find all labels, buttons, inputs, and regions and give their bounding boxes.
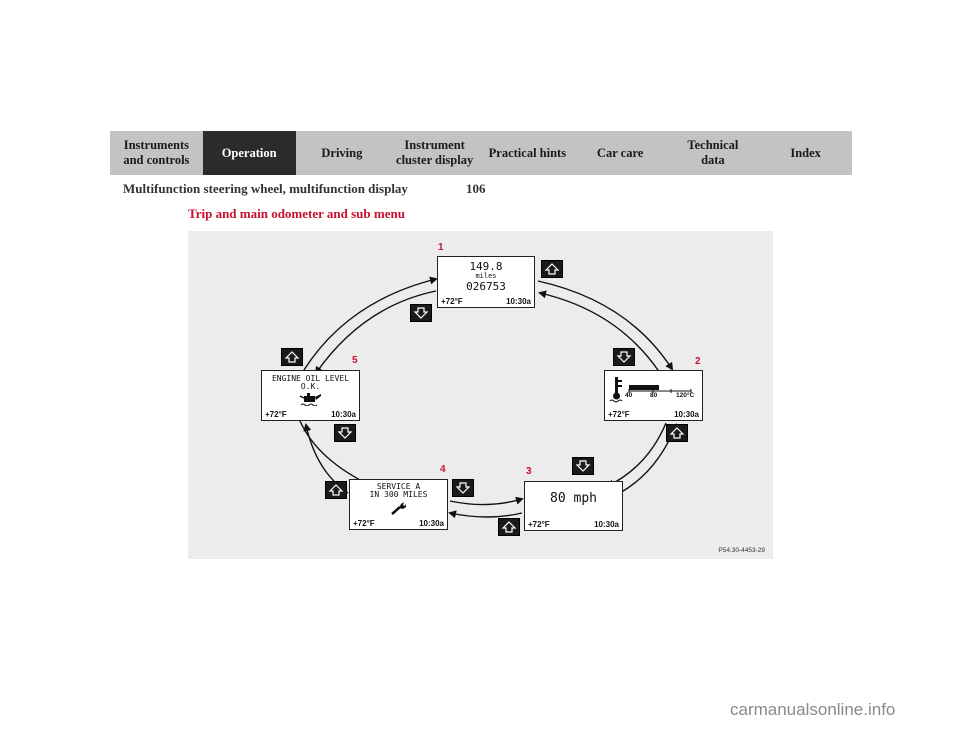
screen-number-3: 3: [526, 466, 532, 477]
scale-40: 40: [625, 392, 633, 399]
scale-120: 120°C: [676, 392, 695, 399]
clock: 10:30a: [674, 410, 699, 419]
screen-number-4: 4: [440, 464, 446, 475]
tab-instrument-cluster-display[interactable]: Instrument cluster display: [388, 131, 481, 175]
service-line-1: SERVICE A: [376, 482, 421, 491]
screen-number-5: 5: [352, 355, 358, 366]
tab-practical-hints[interactable]: Practical hints: [481, 131, 574, 175]
coolant-temp-icon: [609, 377, 692, 403]
oil-line-1: ENGINE OIL LEVEL: [271, 374, 350, 383]
tab-instruments-and-controls[interactable]: Instruments and controls: [110, 131, 203, 175]
outside-temp: +72°F: [608, 410, 630, 419]
outside-temp: +72°F: [265, 410, 287, 419]
trip-unit: miles: [475, 272, 497, 280]
display-cycle-figure: 1 149.8 miles 026753 +72°F 10:30a 2 40 8…: [188, 231, 773, 559]
next-button-2: [666, 424, 688, 442]
figure-code: P54.30-4453-29: [718, 547, 765, 554]
screen-trip-odometer: 149.8 miles 026753 +72°F 10:30a: [437, 256, 535, 308]
page-heading: Trip and main odometer and sub menu: [188, 206, 405, 221]
tab-car-care[interactable]: Car care: [573, 131, 667, 175]
next-button-3: [498, 518, 520, 536]
outside-temp: +72°F: [441, 297, 463, 306]
main-odometer: 026753: [466, 280, 506, 293]
clock: 10:30a: [506, 297, 531, 306]
tab-driving[interactable]: Driving: [295, 131, 389, 175]
tab-operation[interactable]: Operation: [202, 131, 296, 175]
service-line-2: IN 300 MILES: [369, 490, 428, 499]
section-title: Multifunction steering wheel, multifunct…: [123, 181, 408, 196]
previous-button-5: [334, 424, 356, 442]
trip-value: 149.8: [469, 260, 503, 273]
next-button-4: [325, 481, 347, 499]
previous-button-4: [452, 479, 474, 497]
oil-can-icon: [299, 393, 321, 406]
clock: 10:30a: [594, 520, 619, 529]
previous-button-3: [572, 457, 594, 475]
digital-speed: 80 mph: [550, 491, 597, 506]
scale-80: 80: [650, 392, 658, 399]
clock: 10:30a: [331, 410, 356, 419]
page-number: 106: [466, 181, 486, 196]
outside-temp: +72°F: [353, 519, 375, 528]
screen-coolant-temp: 40 80 120°C +72°F 10:30a: [604, 370, 703, 421]
tab-technical-data[interactable]: Technical data: [666, 131, 760, 175]
top-nav: Instruments and controls Operation Drivi…: [110, 131, 852, 175]
outside-temp: +72°F: [528, 520, 550, 529]
oil-line-2: O.K.: [300, 382, 321, 391]
wrench-icon: [391, 502, 406, 515]
cycle-arrows: [299, 276, 678, 519]
next-button-5: [281, 348, 303, 366]
previous-button-1: [410, 304, 432, 322]
clock: 10:30a: [419, 519, 444, 528]
screen-speed: 80 mph +72°F 10:30a: [524, 481, 623, 531]
screen-number-2: 2: [695, 356, 701, 367]
tab-index[interactable]: Index: [759, 131, 852, 175]
previous-button-2: [613, 348, 635, 366]
next-button-1: [541, 260, 563, 278]
watermark: carmanualsonline.info: [730, 700, 896, 719]
screen-number-1: 1: [438, 242, 444, 253]
screen-engine-oil: ENGINE OIL LEVEL O.K. +72°F 10:30a: [261, 370, 360, 421]
screen-service: SERVICE A IN 300 MILES +72°F 10:30a: [349, 479, 448, 530]
